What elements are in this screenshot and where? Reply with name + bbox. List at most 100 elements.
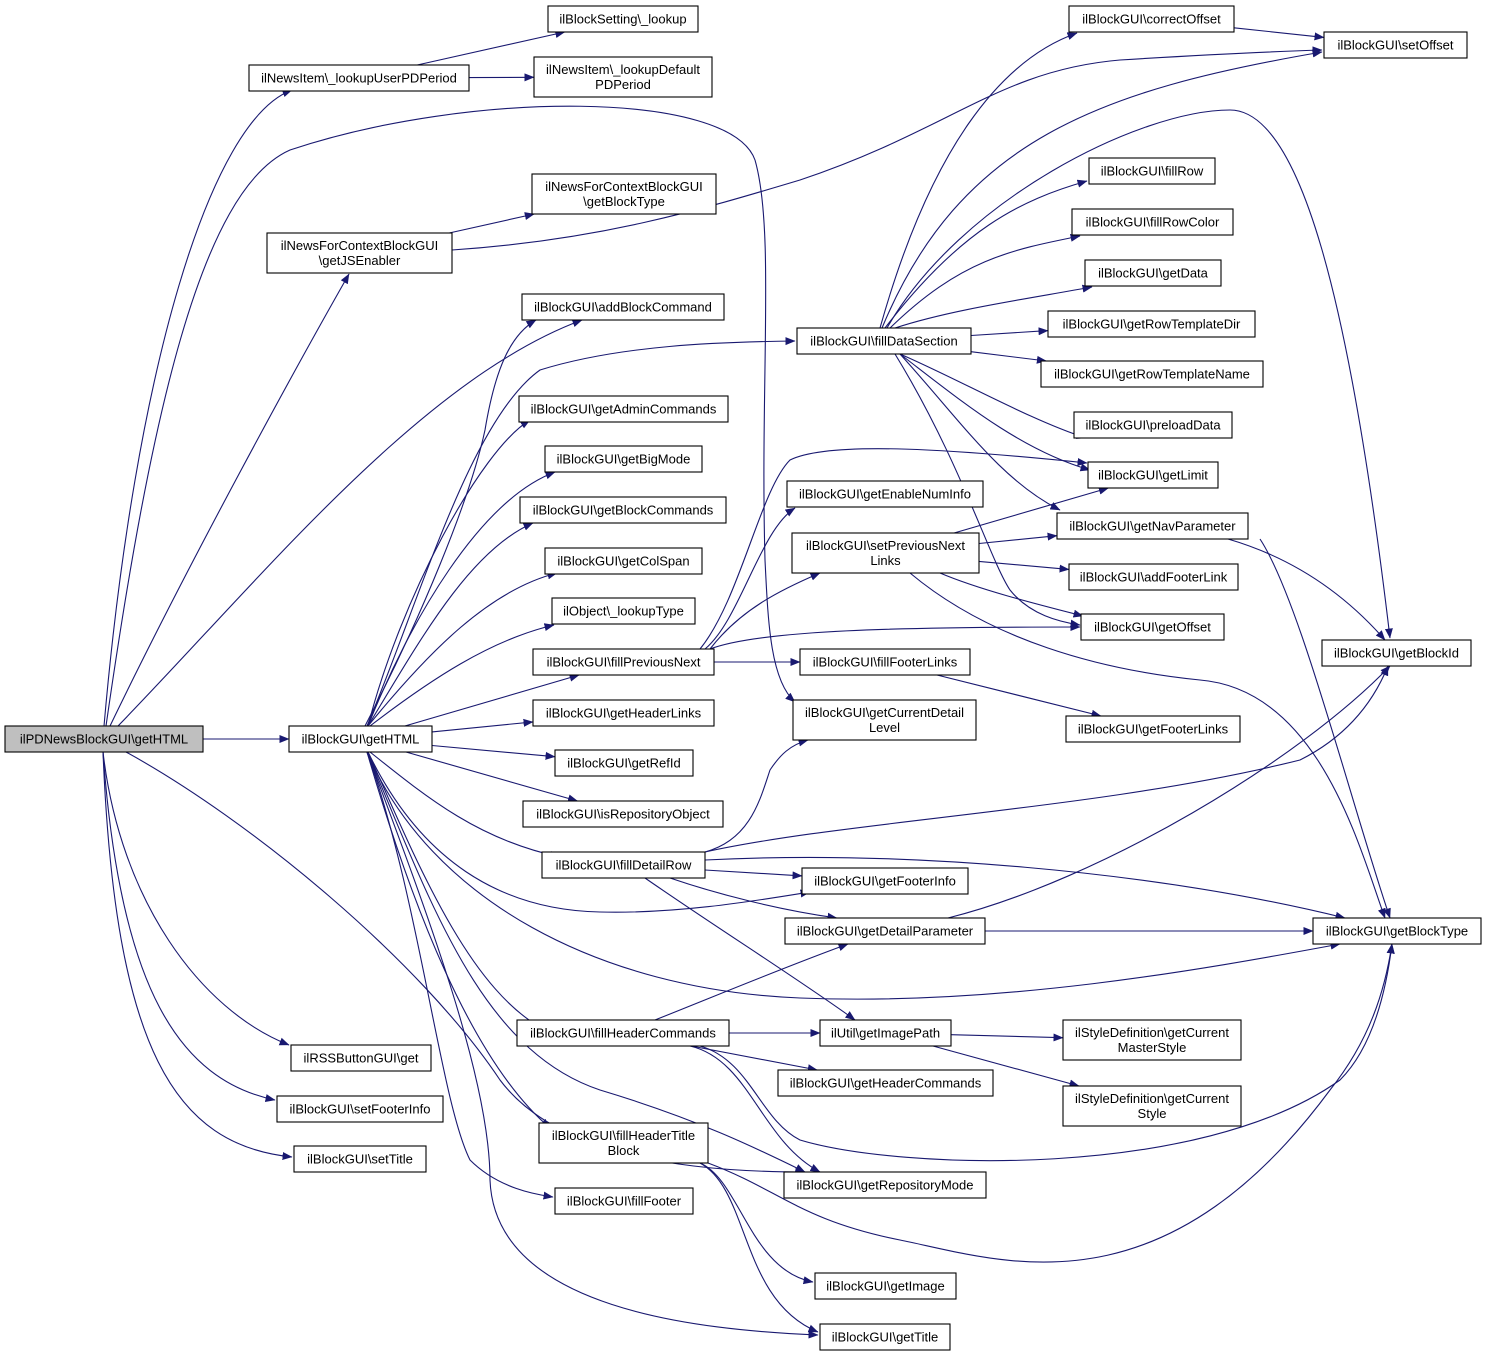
node-news-lookup-user-pd[interactable]: ilNewsItem\_lookupUserPDPeriod (248, 64, 470, 92)
node-get-enable-num-info[interactable]: ilBlockGUI\getEnableNumInfo (786, 480, 984, 508)
call-edge (366, 751, 806, 1173)
node-label: ilNewsItem\_lookupDefault (546, 62, 700, 77)
node-box (814, 1272, 957, 1300)
node-label: ilBlockSetting\_lookup (559, 12, 686, 27)
node-box (801, 867, 969, 895)
node-get-html[interactable]: ilBlockGUI\getHTML (288, 725, 433, 753)
call-edge (704, 738, 809, 853)
node-get-block-commands[interactable]: ilBlockGUI\getBlockCommands (519, 496, 727, 524)
node-set-offset[interactable]: ilBlockGUI\setOffset (1323, 31, 1468, 59)
node-label: ilNewsItem\_lookupUserPDPeriod (261, 71, 457, 86)
node-box (783, 1171, 987, 1199)
call-edge (451, 46, 1323, 251)
call-edge (644, 877, 856, 1021)
node-block-setting-lookup[interactable]: ilBlockSetting\_lookup (547, 5, 699, 33)
node-nfc-get-jsenabler[interactable]: ilNewsForContextBlockGUI\getJSEnabler (266, 232, 453, 274)
node-label: ilBlockGUI\getHeaderCommands (790, 1076, 982, 1091)
node-fill-header-commands[interactable]: ilBlockGUI\fillHeaderCommands (516, 1019, 730, 1047)
call-edge (417, 30, 566, 66)
node-label: Style (1138, 1106, 1167, 1121)
node-label: ilBlockGUI\fillDataSection (810, 334, 957, 349)
call-edge (709, 623, 1081, 650)
node-box (1087, 461, 1219, 489)
node-preload-data[interactable]: ilBlockGUI\preloadData (1073, 411, 1233, 439)
node-set-footer-info[interactable]: ilBlockGUI\setFooterInfo (276, 1095, 444, 1123)
node-nfc-get-block-type[interactable]: ilNewsForContextBlockGUI\getBlockType (531, 173, 717, 215)
node-get-ref-id[interactable]: ilBlockGUI\getRefId (554, 749, 694, 777)
node-get-image-path[interactable]: ilUtil\getImagePath (819, 1019, 952, 1047)
node-get-limit[interactable]: ilBlockGUI\getLimit (1087, 461, 1219, 489)
node-label: ilBlockGUI\fillPreviousNext (547, 655, 701, 670)
node-label: ilBlockGUI\getColSpan (557, 554, 689, 569)
call-edge (707, 943, 1395, 1263)
call-edge (366, 751, 551, 1129)
node-add-block-command[interactable]: ilBlockGUI\addBlockCommand (521, 293, 725, 321)
node-label: ilBlockGUI\correctOffset (1082, 12, 1221, 27)
node-fill-data-section[interactable]: ilBlockGUI\fillDataSection (796, 327, 972, 355)
node-get-image[interactable]: ilBlockGUI\getImage (814, 1272, 957, 1300)
call-edge (367, 571, 558, 727)
node-box (799, 648, 971, 676)
node-fill-footer[interactable]: ilBlockGUI\fillFooter (554, 1187, 694, 1215)
node-label: ilBlockGUI\isRepositoryObject (536, 807, 710, 822)
node-rss-get[interactable]: ilRSSButtonGUI\get (290, 1044, 432, 1072)
node-get-offset[interactable]: ilBlockGUI\getOffset (1080, 613, 1225, 641)
node-set-title[interactable]: ilBlockGUI\setTitle (293, 1145, 427, 1173)
call-edge (936, 674, 1102, 718)
node-get-row-template-dir[interactable]: ilBlockGUI\getRowTemplateDir (1047, 310, 1256, 338)
call-edge (704, 856, 1346, 920)
call-edge (366, 751, 554, 1200)
node-fill-footer-links[interactable]: ilBlockGUI\fillFooterLinks (799, 648, 971, 676)
node-box (1321, 639, 1472, 667)
node-fill-row[interactable]: ilBlockGUI\fillRow (1088, 157, 1216, 185)
node-box (532, 699, 715, 727)
node-label: ilUtil\getImagePath (831, 1026, 940, 1041)
node-get-col-span[interactable]: ilBlockGUI\getColSpan (544, 547, 703, 575)
node-label: ilBlockGUI\getTitle (832, 1330, 938, 1345)
node-fill-row-color[interactable]: ilBlockGUI\fillRowColor (1071, 208, 1234, 236)
node-get-block-type[interactable]: ilBlockGUI\getBlockType (1312, 917, 1482, 945)
node-get-nav-parameter[interactable]: ilBlockGUI\getNavParameter (1056, 512, 1249, 540)
node-get-footer-links[interactable]: ilBlockGUI\getFooterLinks (1065, 715, 1241, 743)
node-is-repository-object[interactable]: ilBlockGUI\isRepositoryObject (522, 800, 724, 828)
node-box (1062, 1085, 1242, 1127)
node-get-block-id[interactable]: ilBlockGUI\getBlockId (1321, 639, 1472, 667)
node-get-header-links[interactable]: ilBlockGUI\getHeaderLinks (532, 699, 715, 727)
node-get-row-template-name[interactable]: ilBlockGUI\getRowTemplateName (1040, 360, 1264, 388)
node-label: ilBlockGUI\fillFooter (567, 1194, 682, 1209)
call-edge (886, 109, 1393, 639)
node-get-big-mode[interactable]: ilBlockGUI\getBigMode (544, 445, 703, 473)
node-get-title[interactable]: ilBlockGUI\getTitle (819, 1323, 951, 1351)
call-edge (689, 1045, 821, 1173)
node-label: \getBlockType (583, 194, 665, 209)
node-root[interactable]: ilPDNewsBlockGUI\getHTML (4, 725, 204, 753)
node-label: ilNewsForContextBlockGUI (281, 238, 439, 253)
node-add-footer-link[interactable]: ilBlockGUI\addFooterLink (1068, 563, 1239, 591)
node-get-detail-parameter[interactable]: ilBlockGUI\getDetailParameter (784, 917, 986, 945)
node-fill-detail-row[interactable]: ilBlockGUI\fillDetailRow (541, 851, 706, 879)
call-edge (899, 353, 1061, 511)
node-label: ilBlockGUI\getRowTemplateName (1054, 367, 1250, 382)
node-get-admin-commands[interactable]: ilBlockGUI\getAdminCommands (518, 395, 729, 423)
call-edge (1233, 27, 1325, 41)
node-correct-offset[interactable]: ilBlockGUI\correctOffset (1068, 5, 1235, 33)
call-edge (103, 89, 293, 727)
node-fill-previous-next[interactable]: ilBlockGUI\fillPreviousNext (532, 648, 715, 676)
node-get-repository-mode[interactable]: ilBlockGUI\getRepositoryMode (783, 1171, 987, 1199)
node-obj-lookup-type[interactable]: ilObject\_lookupType (551, 597, 696, 625)
call-edge (970, 351, 1047, 364)
node-label: ilRSSButtonGUI\get (304, 1051, 419, 1066)
node-box (288, 725, 433, 753)
node-get-data[interactable]: ilBlockGUI\getData (1084, 259, 1222, 287)
node-box (1073, 411, 1233, 439)
node-get-header-commands[interactable]: ilBlockGUI\getHeaderCommands (777, 1069, 994, 1097)
node-box (519, 496, 727, 524)
node-get-footer-info[interactable]: ilBlockGUI\getFooterInfo (801, 867, 969, 895)
call-edge (699, 448, 1088, 650)
